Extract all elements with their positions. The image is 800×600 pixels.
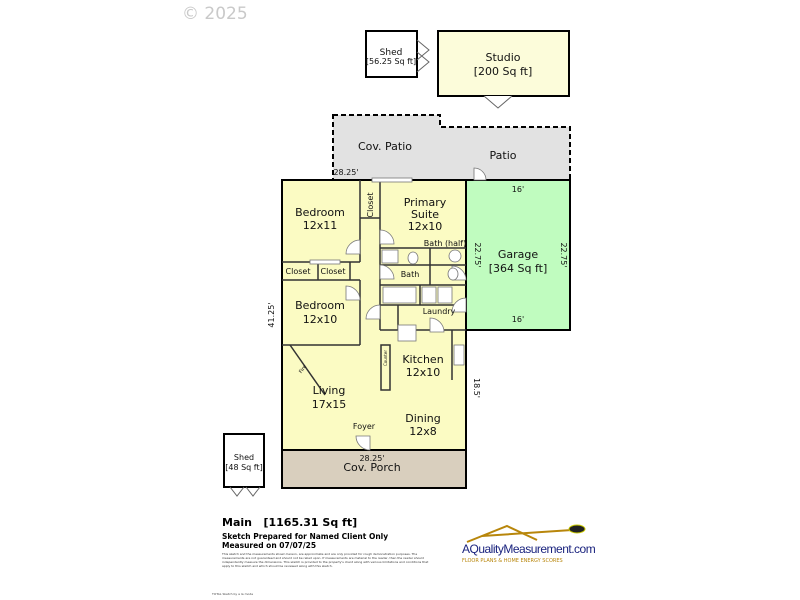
toilet-icon	[447, 267, 459, 281]
kitchen-label: Kitchen	[402, 353, 443, 366]
dining-size: 12x8	[409, 425, 437, 438]
laundry-label: Laundry	[423, 307, 456, 316]
logo-name: AQualityMeasurement.com	[462, 542, 596, 556]
primary-suite-label: Suite	[411, 208, 439, 221]
bedroom1-size: 12x11	[303, 219, 338, 232]
garage-area: [364 Sq ft]	[489, 262, 548, 275]
dim-bottom-width: 28.25'	[359, 454, 384, 463]
cov-porch-label: Cov. Porch	[343, 461, 400, 474]
shed-top-label: Shed	[380, 48, 403, 58]
studio-door-icon	[483, 95, 513, 109]
sketch-footer: Main [1165.31 Sq ft] Sketch Prepared for…	[222, 516, 432, 568]
fireplace-label: Fire	[298, 364, 308, 375]
dim-garage-bottom: 16'	[512, 315, 524, 324]
shed-bottom-area: [48 Sq ft]	[225, 463, 262, 472]
studio	[437, 30, 570, 97]
fixtures	[309, 177, 465, 366]
dim-top-width: 28.25'	[333, 168, 358, 177]
door-swings	[345, 167, 487, 451]
living-label: Living	[313, 384, 346, 397]
shed-top	[365, 30, 418, 78]
primary-suite-size: 12x10	[408, 220, 443, 233]
kitchen-size: 12x10	[406, 366, 441, 379]
dim-right-lower: 18.5'	[472, 378, 481, 398]
bath-label: Bath	[401, 270, 420, 279]
primary-suite-label: Primary	[404, 196, 447, 209]
disclaimer: This sketch and the measurements shown h…	[222, 552, 429, 568]
shed-top-area: [56.25 Sq ft]	[366, 57, 416, 66]
closet-door-icon	[309, 259, 341, 265]
closet-right-label: Closet	[321, 267, 346, 276]
logo-tagline: FLOOR PLANS & HOME ENERGY SCORES	[462, 558, 563, 564]
dim-garage-left: 22.75'	[473, 242, 482, 267]
shed-bottom-door-icon	[229, 486, 261, 497]
closet-top-label: Closet	[366, 193, 375, 218]
living-size: 17x15	[312, 398, 347, 411]
measured-date: Measured on 07/07/25	[222, 541, 317, 550]
shed-bottom-label: Shed	[234, 453, 254, 462]
toilet-icon	[407, 251, 419, 265]
dim-garage-top: 16'	[512, 185, 524, 194]
bedroom2-label: Bedroom	[295, 299, 345, 312]
dim-garage-right: 22.75'	[559, 242, 568, 267]
studio-area: [200 Sq ft]	[474, 65, 533, 78]
company-logo: AQualityMeasurement.com FLOOR PLANS & HO…	[462, 522, 596, 572]
sink-icon	[381, 249, 399, 264]
bedroom1-label: Bedroom	[295, 206, 345, 219]
washer-icon	[421, 286, 437, 304]
prepared-note: Sketch Prepared for Named Client Only	[222, 532, 389, 541]
studio-label: Studio	[485, 51, 520, 64]
interior-walls	[282, 180, 466, 396]
covered-porch	[281, 449, 467, 489]
sliding-door-icon	[371, 177, 413, 183]
patio-label: Patio	[490, 149, 517, 162]
stove-icon	[397, 324, 417, 342]
shed-door-icon	[416, 39, 430, 73]
bedroom2-size: 12x10	[303, 313, 338, 326]
sink-icon	[448, 249, 462, 263]
bath-half-label: Bath (half)	[424, 239, 466, 248]
dining-label: Dining	[405, 412, 441, 425]
roof-measuring-tape-icon	[466, 524, 586, 543]
kitchen-sink-icon	[453, 344, 465, 366]
foyer-label: Foyer	[353, 422, 376, 431]
bathtub-icon	[382, 286, 417, 304]
total-note: TOTAL Sketch by a la mode	[212, 592, 254, 596]
copyright: © 2025	[182, 4, 248, 24]
dryer-icon	[437, 286, 453, 304]
garage	[465, 179, 571, 331]
garage-label: Garage	[498, 248, 539, 261]
main-area-title: Main [1165.31 Sq ft]	[222, 516, 358, 529]
cov-patio-label: Cov. Patio	[358, 140, 412, 153]
dim-main-height: 41.25'	[267, 302, 276, 327]
counter-label: Counter	[383, 350, 388, 366]
closet-left-label: Closet	[286, 267, 311, 276]
